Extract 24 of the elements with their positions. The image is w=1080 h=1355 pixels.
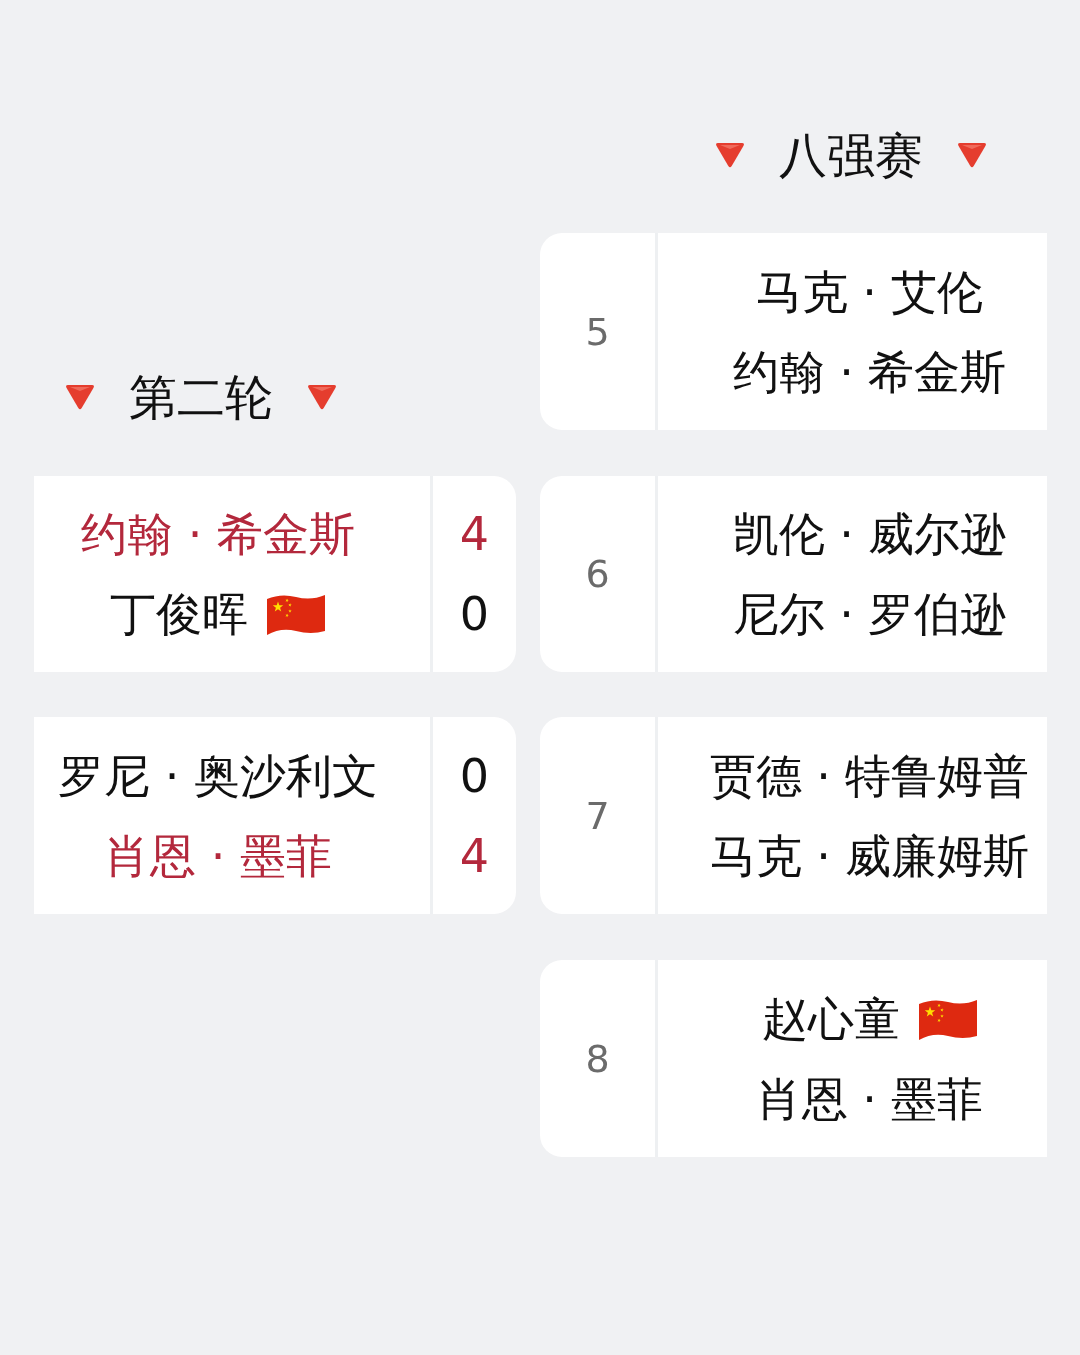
- match-card: [540, 960, 1047, 1157]
- player-name: 凯伦 · 威尔逊: [732, 511, 1007, 557]
- player-name: 约翰 · 希金斯: [732, 348, 1007, 395]
- player-name: 丁俊晖: [110, 591, 248, 637]
- score: 4: [459, 832, 490, 879]
- player-name: 贾德 · 特鲁姆普: [709, 752, 1030, 799]
- match-number: 6: [585, 555, 610, 593]
- round-heading: 第二轮: [129, 373, 273, 421]
- player-name: 肖恩 · 墨菲: [104, 832, 332, 879]
- player-name: 约翰 · 希金斯: [81, 511, 355, 557]
- player-name: 尼尔 · 罗伯逊: [732, 591, 1007, 637]
- player-name: 马克 · 艾伦: [755, 268, 984, 315]
- match-number: 5: [585, 312, 610, 351]
- score: 4: [459, 511, 490, 557]
- match-number: 8: [585, 1039, 610, 1078]
- match-card: [34, 476, 516, 672]
- player-name: 肖恩 · 墨菲: [755, 1075, 984, 1122]
- player-name: 马克 · 威廉姆斯: [709, 832, 1030, 879]
- score: 0: [459, 752, 490, 799]
- round-heading: 八强赛: [779, 131, 923, 179]
- score: 0: [459, 591, 490, 637]
- player-name: 罗尼 · 奥沙利文: [58, 752, 378, 799]
- match-number: 7: [585, 796, 610, 835]
- player-name: 赵心童: [761, 995, 900, 1042]
